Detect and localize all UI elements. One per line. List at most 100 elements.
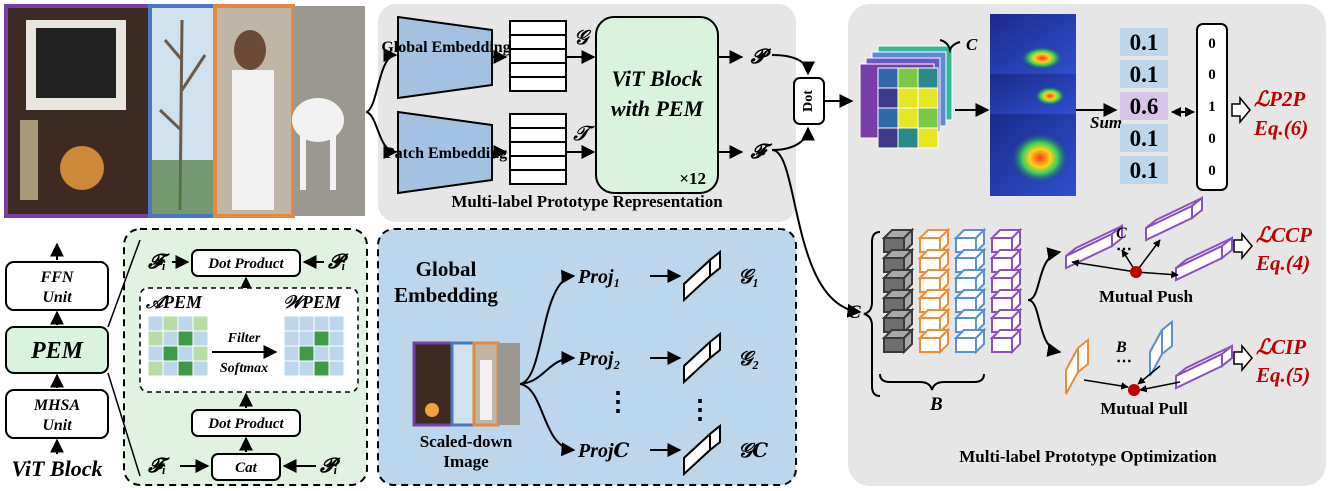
vit-block-caption: ViT Block: [11, 456, 102, 481]
proj1-label: Proj₁: [577, 266, 621, 288]
scaled-down-caption-2: Image: [443, 452, 489, 471]
prototype-cube: [881, 327, 915, 355]
loss-p2p: ℒP2P: [1254, 87, 1305, 111]
pull-center-node: [1128, 384, 1140, 396]
gc-vector: [683, 423, 721, 477]
prototype-cube: [881, 307, 915, 335]
heatmap-stack: [990, 14, 1076, 196]
prototype-cube: [917, 267, 951, 295]
gc-label: 𝒢𝑪: [738, 440, 768, 462]
score-value: 0.1: [1130, 158, 1159, 183]
score-value: 0.6: [1130, 94, 1159, 119]
onehot-values: 0 0 1 0 0: [1208, 36, 1216, 179]
prototype-cube: [989, 227, 1023, 255]
global-embedding-label-1: Global Embedding: [381, 39, 510, 56]
onehot-value: 0: [1208, 131, 1216, 147]
ffn-unit-label-2: Unit: [42, 289, 72, 306]
vit-block-with-pem: [595, 16, 719, 194]
vit-block-stack: [5, 242, 109, 454]
c-label-maps: C: [966, 35, 978, 54]
b-brace-cubes: [879, 373, 985, 391]
vit-block-title: ViT Block: [611, 66, 702, 91]
prototype-cube: [917, 287, 951, 315]
dot-product-box-mid: [191, 409, 301, 437]
g2-label: 𝒢₂: [738, 348, 759, 370]
hollow-arrow-cip: [1233, 343, 1253, 373]
g1-vector: [683, 249, 721, 303]
g-symbol: 𝒢: [574, 27, 592, 49]
b-label-cubes: B: [929, 394, 943, 415]
f-to-optimization-arrow: [771, 149, 862, 318]
prototype-cube: [953, 227, 987, 255]
score-value: 0.1: [1130, 126, 1159, 151]
pem-expand-line-bottom: [107, 372, 141, 477]
hollow-arrow-p2p: [1231, 95, 1251, 125]
sum-label: Sum: [1090, 113, 1122, 132]
prototype-cube: [989, 307, 1023, 335]
global-embedding-panel-title-2: Embedding: [394, 283, 498, 307]
c-brace: [939, 39, 961, 54]
f-i-bottom: 𝓕ᵢ: [147, 455, 170, 477]
c-brace-cubes: [863, 231, 881, 397]
img-to-proj2-arrow: [519, 351, 576, 385]
img-to-proj1-arrow: [519, 269, 576, 385]
proj2-label: Proj₂: [577, 348, 621, 370]
eq6-label: Eq.(6): [1253, 116, 1308, 140]
vit-block-subtitle: with PEM: [611, 96, 705, 121]
prototype-cube: [953, 327, 987, 355]
score-value: 0.1: [1130, 62, 1159, 87]
prototype-cube: [917, 227, 951, 255]
loss-ccp: ℒCCP: [1256, 223, 1312, 247]
dot-product-box-top: [191, 249, 301, 277]
onehot-value: 0: [1208, 67, 1216, 83]
mutual-push-diagram: [1065, 195, 1233, 282]
prototype-cube: [917, 307, 951, 335]
g-vdots: ⋮: [687, 395, 713, 424]
g1-label: 𝒢₁: [738, 266, 759, 288]
cat-box: [211, 453, 281, 481]
pem-label: PEM: [30, 338, 85, 364]
prototype-cube: [989, 287, 1023, 315]
prototype-cube: [881, 227, 915, 255]
g2-vector: [683, 331, 721, 385]
push-c-label: C: [1116, 225, 1127, 242]
filter-label: Filter: [227, 331, 261, 346]
photo-to-global-arrow: [365, 48, 398, 113]
cat-label: Cat: [235, 460, 258, 476]
push-dots: ⋯: [1116, 241, 1132, 258]
cubes-to-push-arrow: [1027, 247, 1062, 301]
pull-b-label: B: [1115, 339, 1127, 356]
a-pem-matrix: [147, 315, 209, 377]
similarity-map-stack: [859, 45, 953, 149]
cubes-to-pull-arrow: [1027, 299, 1062, 357]
patch-embedding-block: [397, 110, 493, 195]
dot-product-top-label: Dot Product: [207, 256, 284, 272]
mhsa-unit-label-2: Unit: [42, 417, 72, 434]
onehot-value: 0: [1208, 163, 1216, 179]
pem-expand-line-top: [107, 239, 141, 328]
prototype-cube: [881, 287, 915, 315]
repeat-count: ×12: [679, 169, 706, 188]
hollow-arrow-ccp: [1233, 231, 1253, 261]
f-i-top: 𝓕ᵢ: [147, 251, 170, 273]
prototype-cube: [989, 267, 1023, 295]
img-to-projc-arrow: [519, 383, 576, 457]
proj-vdots: ⋮: [605, 387, 631, 416]
scaled-down-caption-1: Scaled-down: [420, 432, 513, 451]
mutual-pull-diagram: [1065, 319, 1233, 396]
onehot-vector: [1196, 23, 1228, 191]
dot-product-mid-label: Dot Product: [207, 416, 284, 432]
p-i-bottom: 𝓟ᵢ: [320, 455, 341, 477]
dot-label: Dot: [801, 90, 816, 112]
global-embedding-panel-title-1: Global: [416, 257, 477, 281]
prototype-cube: [953, 267, 987, 295]
prototype-cube: [953, 287, 987, 315]
representation-panel-title: Multi-label Prototype Representation: [451, 192, 723, 211]
eq4-label: Eq.(4): [1255, 251, 1310, 275]
a-pem-label: 𝒜PEM: [145, 292, 203, 312]
global-embedding-block: [397, 15, 493, 100]
optimization-panel-title: Multi-label Prototype Optimization: [959, 447, 1217, 466]
prototype-cube: [989, 247, 1023, 275]
onehot-value: 0: [1208, 36, 1216, 52]
